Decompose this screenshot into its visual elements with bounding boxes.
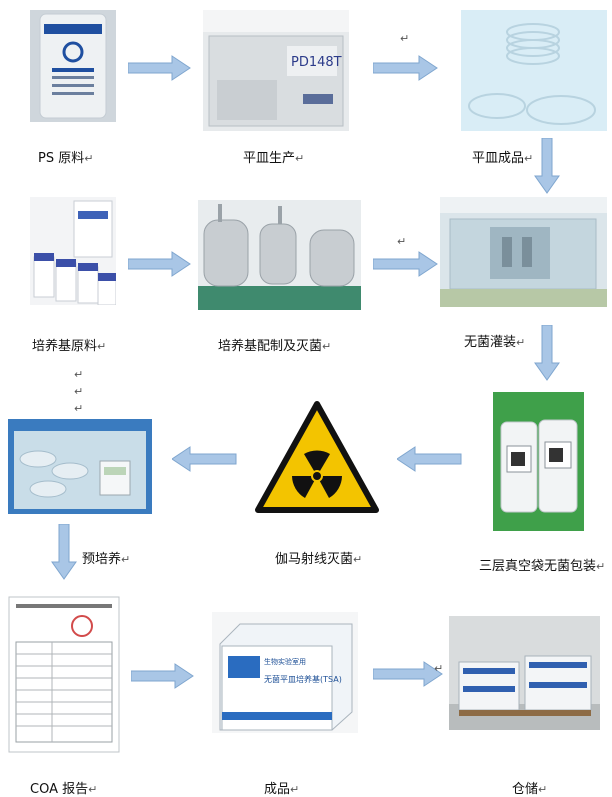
arrow-down-1 bbox=[534, 138, 560, 194]
step-label-dish-production: 平皿生产↵ bbox=[243, 151, 305, 166]
cleanroom-image bbox=[440, 197, 607, 307]
step-label-finished-product: 成品↵ bbox=[264, 782, 300, 797]
paragraph-mark: ↵ bbox=[397, 235, 407, 248]
warehouse-image bbox=[449, 616, 600, 730]
machine-model-text: PD148T bbox=[291, 55, 342, 70]
tanks-image bbox=[198, 200, 361, 310]
step-label-finished-dish: 平皿成品↵ bbox=[472, 151, 534, 166]
coa-document-image bbox=[8, 596, 120, 753]
arrow-right-5 bbox=[131, 663, 194, 689]
arrow-right-6 bbox=[373, 661, 443, 687]
paragraph-mark: ↵ bbox=[74, 402, 84, 415]
vacuum-bags-image bbox=[493, 392, 584, 531]
step-label-pre-culture: 预培养↵ bbox=[82, 552, 131, 567]
product-box-image: 生物实验室用 无菌平皿培养基(TSA) bbox=[212, 612, 358, 733]
step-label-media-raw: 培养基原料↵ bbox=[32, 339, 107, 354]
arrow-left-1 bbox=[172, 446, 237, 472]
arrow-right-4 bbox=[373, 251, 438, 277]
radiation-sign-image bbox=[252, 398, 382, 518]
box-small-text: 生物实验室用 bbox=[264, 657, 306, 666]
step-label-ps: PS 原料↵ bbox=[38, 151, 94, 166]
step-label-aseptic-fill: 无菌灌装↵ bbox=[464, 335, 526, 350]
arrow-down-3 bbox=[51, 524, 77, 580]
paragraph-mark: ↵ bbox=[74, 368, 84, 381]
media-bottles-image bbox=[30, 197, 116, 305]
resin-bag-image bbox=[30, 10, 116, 122]
paragraph-mark: ↵ bbox=[74, 385, 84, 398]
arrow-right-2 bbox=[373, 55, 438, 81]
petri-dish-image bbox=[461, 10, 607, 131]
molding-machine-image: PD148T bbox=[203, 10, 349, 131]
step-label-gamma: 伽马射线灭菌↵ bbox=[275, 552, 363, 567]
step-label-media-prep: 培养基配制及灭菌↵ bbox=[218, 339, 332, 354]
paragraph-mark: ↵ bbox=[400, 32, 410, 45]
incubation-crates-image bbox=[8, 419, 152, 514]
arrow-right-1 bbox=[128, 55, 191, 81]
paragraph-mark: ↵ bbox=[434, 662, 444, 675]
arrow-right-3 bbox=[128, 251, 191, 277]
step-label-vacuum-pack: 三层真空袋无菌包装↵ bbox=[479, 559, 606, 574]
step-label-storage: 仓储↵ bbox=[512, 782, 548, 797]
arrow-left-2 bbox=[397, 446, 462, 472]
arrow-down-2 bbox=[534, 325, 560, 381]
step-label-coa: COA 报告↵ bbox=[30, 782, 98, 797]
box-brand-text: 无菌平皿培养基(TSA) bbox=[264, 674, 342, 684]
